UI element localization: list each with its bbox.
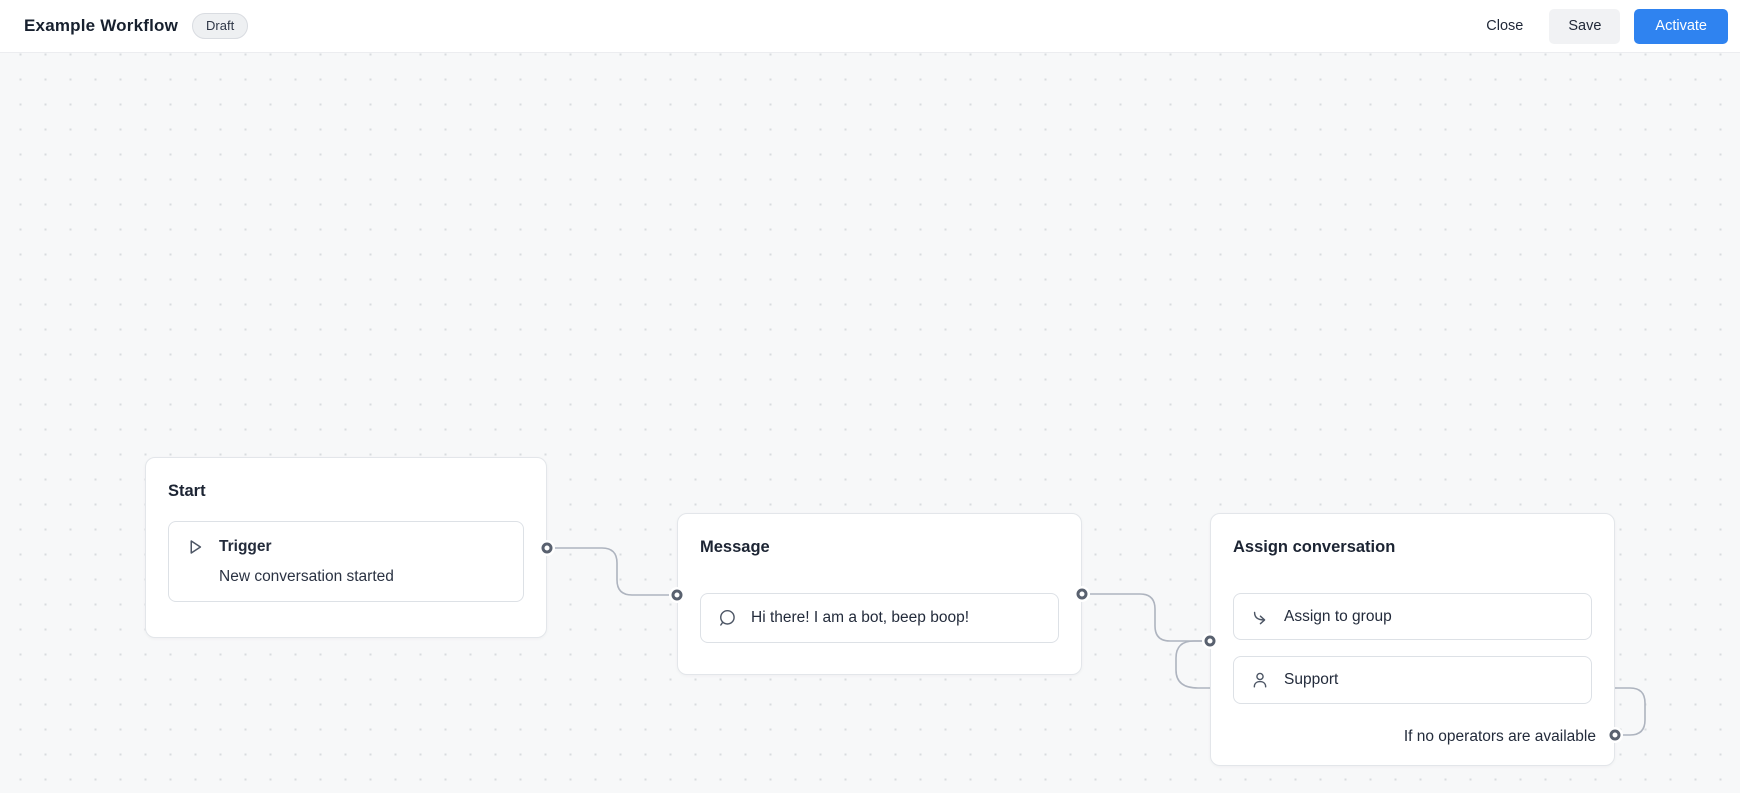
status-badge: Draft xyxy=(192,13,249,39)
support-group-card[interactable]: Support xyxy=(1233,656,1592,704)
node-assign-conversation[interactable]: Assign conversation Assign to group Supp… xyxy=(1210,513,1615,766)
node-start-title: Start xyxy=(168,482,206,500)
node-start[interactable]: Start Trigger New conversation started xyxy=(145,457,547,638)
port-message-output[interactable] xyxy=(1076,588,1088,600)
flow-canvas[interactable] xyxy=(0,53,1740,793)
node-assign-title: Assign conversation xyxy=(1233,538,1396,556)
header-bar: Example Workflow Draft Close Save Activa… xyxy=(0,0,1740,53)
node-message-title: Message xyxy=(700,538,770,556)
chat-bubble-icon xyxy=(717,608,737,628)
message-text: Hi there! I am a bot, beep boop! xyxy=(751,609,969,626)
node-message[interactable]: Message Hi there! I am a bot, beep boop! xyxy=(677,513,1082,675)
no-operators-condition-label: If no operators are available xyxy=(1403,728,1596,745)
support-group-label: Support xyxy=(1284,671,1339,688)
message-card[interactable]: Hi there! I am a bot, beep boop! xyxy=(700,593,1059,643)
port-assign-input[interactable] xyxy=(1204,635,1216,647)
trigger-label: Trigger xyxy=(219,538,272,555)
trigger-card[interactable]: Trigger New conversation started xyxy=(168,521,524,602)
page-title: Example Workflow xyxy=(24,16,179,35)
assign-to-group-label: Assign to group xyxy=(1284,607,1392,625)
port-start-output[interactable] xyxy=(541,542,553,554)
activate-button[interactable]: Activate xyxy=(1634,8,1728,44)
trigger-card-text: Trigger New conversation started xyxy=(219,537,394,587)
port-no-operators-output[interactable] xyxy=(1609,729,1621,741)
assign-arrow-icon xyxy=(1250,607,1270,627)
port-message-input[interactable] xyxy=(671,589,683,601)
trigger-description: New conversation started xyxy=(219,568,394,585)
close-button[interactable]: Close xyxy=(1472,9,1537,44)
save-button[interactable]: Save xyxy=(1549,8,1621,44)
user-icon xyxy=(1250,670,1270,690)
play-icon xyxy=(185,537,205,557)
assign-to-group-card[interactable]: Assign to group xyxy=(1233,593,1592,640)
